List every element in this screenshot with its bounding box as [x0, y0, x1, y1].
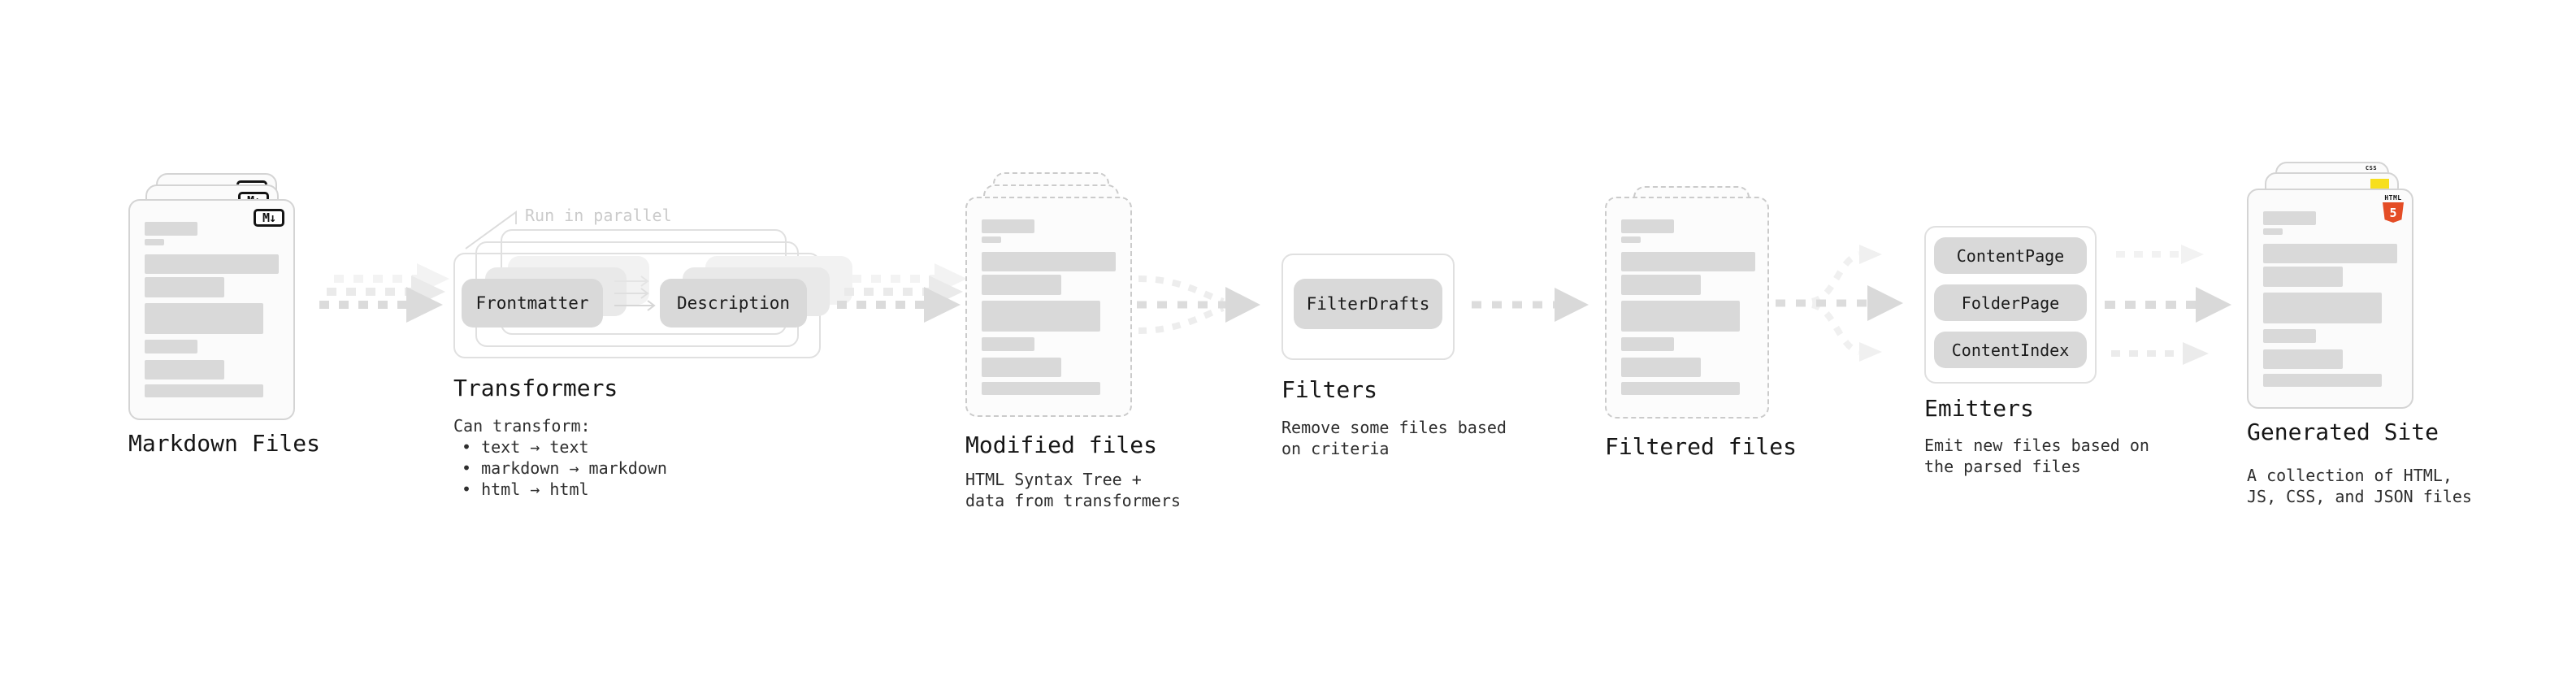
flow-arrow-icon — [319, 263, 449, 323]
stage-subtitle: Remove some files based on criteria — [1281, 417, 1507, 459]
split-arrow-icon — [1776, 245, 1903, 362]
emitter-pill: FolderPage — [1934, 284, 2087, 321]
description-pill: Description — [660, 279, 807, 327]
skeleton-line — [982, 236, 1001, 243]
skeleton-line — [145, 360, 224, 380]
skeleton-line — [2263, 329, 2316, 343]
stage-subtitle: A collection of HTML, JS, CSS, and JSON … — [2247, 465, 2472, 507]
stage-transformers: Run in parallel Frontmatter Description … — [453, 206, 852, 547]
markdown-icon-label: M↓ — [262, 210, 276, 225]
stage-subtitle: Can transform: text → text markdown → ma… — [453, 415, 667, 500]
skeleton-line — [1621, 301, 1740, 332]
transform-list-item: text → text — [462, 436, 667, 458]
fan-arrows-icon — [2105, 245, 2231, 365]
subtitle-line: Remove some files based — [1281, 418, 1507, 437]
skeleton-line — [982, 382, 1100, 395]
stage-generated-site: CSS HTML 5 Generated Site A collection o… — [2247, 162, 2491, 511]
skeleton-lines — [1621, 219, 1755, 395]
skeleton-line — [982, 219, 1034, 233]
skeleton-lines — [982, 219, 1116, 395]
skeleton-line — [145, 340, 197, 354]
markdown-icon: M↓ — [254, 209, 284, 227]
skeleton-line — [1621, 252, 1755, 271]
subtitle-line: JS, CSS, and JSON files — [2247, 487, 2472, 506]
skeleton-line — [982, 358, 1061, 377]
filter-drafts-pill: FilterDrafts — [1294, 279, 1442, 329]
can-transform-heading: Can transform: — [453, 416, 591, 436]
skeleton-line — [1621, 236, 1641, 243]
subtitle-line: Emit new files based on — [1924, 436, 2149, 455]
subtitle-line: HTML Syntax Tree + — [965, 470, 1142, 489]
html5-icon: HTML 5 — [2383, 194, 2404, 223]
stage-title: Modified files — [965, 432, 1158, 458]
filters-box — [1281, 254, 1455, 360]
flow-arrow-icon — [1472, 288, 1589, 322]
file-card: HTML 5 — [2247, 189, 2413, 409]
stage-emitters: ContentPage FolderPage ContentIndex Emit… — [1924, 226, 2168, 486]
skeleton-line — [2263, 244, 2397, 263]
transform-list-item: markdown → markdown — [462, 458, 667, 479]
stage-title: Emitters — [1924, 395, 2034, 422]
file-card — [1605, 197, 1769, 419]
stage-title: Filters — [1281, 376, 1378, 403]
skeleton-lines — [145, 222, 279, 397]
skeleton-line — [145, 277, 224, 297]
skeleton-line — [982, 337, 1034, 351]
stage-filtered-files: Filtered files — [1605, 186, 1832, 495]
skeleton-line — [2263, 211, 2316, 225]
subtitle-line: A collection of HTML, — [2247, 466, 2452, 485]
skeleton-line — [2263, 293, 2382, 323]
emitter-pill: ContentIndex — [1934, 332, 2087, 368]
flow-arrow-icon — [837, 263, 967, 323]
skeleton-line — [1621, 382, 1740, 395]
stage-filters: FilterDrafts Filters Remove some files b… — [1281, 254, 1507, 481]
stage-title: Filtered files — [1605, 433, 1798, 460]
skeleton-line — [1621, 358, 1701, 377]
subtitle-line: on criteria — [1281, 439, 1390, 458]
skeleton-line — [145, 384, 263, 397]
html5-icon-label: HTML — [2384, 194, 2402, 202]
skeleton-lines — [2263, 211, 2397, 387]
stage-modified-files: Modified files HTML Syntax Tree + data f… — [965, 172, 1209, 514]
file-card — [965, 197, 1132, 417]
stage-subtitle: Emit new files based on the parsed files — [1924, 435, 2149, 477]
file-card: M↓ — [128, 199, 295, 420]
stage-title: Generated Site — [2247, 419, 2439, 445]
run-in-parallel-note: Run in parallel — [525, 206, 672, 225]
transform-arrows-icon — [614, 275, 656, 311]
skeleton-line — [145, 254, 279, 274]
leader-line-icon — [465, 210, 517, 249]
subtitle-line: the parsed files — [1924, 457, 2081, 476]
skeleton-line — [1621, 275, 1701, 295]
skeleton-line — [982, 275, 1061, 295]
transform-list: text → text markdown → markdown html → h… — [453, 436, 667, 500]
css-icon-label: CSS — [2365, 165, 2378, 171]
skeleton-line — [982, 252, 1116, 271]
skeleton-line — [1621, 219, 1674, 233]
merge-arrow-icon — [1137, 275, 1260, 334]
skeleton-line — [982, 301, 1100, 332]
emitters-box — [1924, 226, 2097, 384]
emitter-pill: ContentPage — [1934, 237, 2087, 274]
skeleton-line — [1621, 337, 1674, 351]
frontmatter-pill: Frontmatter — [462, 279, 603, 327]
skeleton-line — [145, 303, 263, 334]
subtitle-line: data from transformers — [965, 491, 1181, 510]
skeleton-line — [2263, 228, 2283, 235]
html5-number: 5 — [2389, 205, 2397, 220]
transform-list-item: html → html — [462, 479, 667, 500]
skeleton-line — [2263, 267, 2343, 287]
skeleton-line — [2263, 349, 2343, 369]
stage-title: Transformers — [453, 375, 618, 401]
skeleton-line — [145, 239, 164, 245]
html5-shield: 5 — [2383, 202, 2404, 223]
stage-title: Markdown Files — [128, 430, 321, 457]
stage-subtitle: HTML Syntax Tree + data from transformer… — [965, 469, 1181, 511]
skeleton-line — [2263, 374, 2382, 387]
skeleton-line — [145, 222, 197, 236]
stage-markdown-files: M↓ M↓ M↓ Markdown Files — [128, 173, 356, 498]
